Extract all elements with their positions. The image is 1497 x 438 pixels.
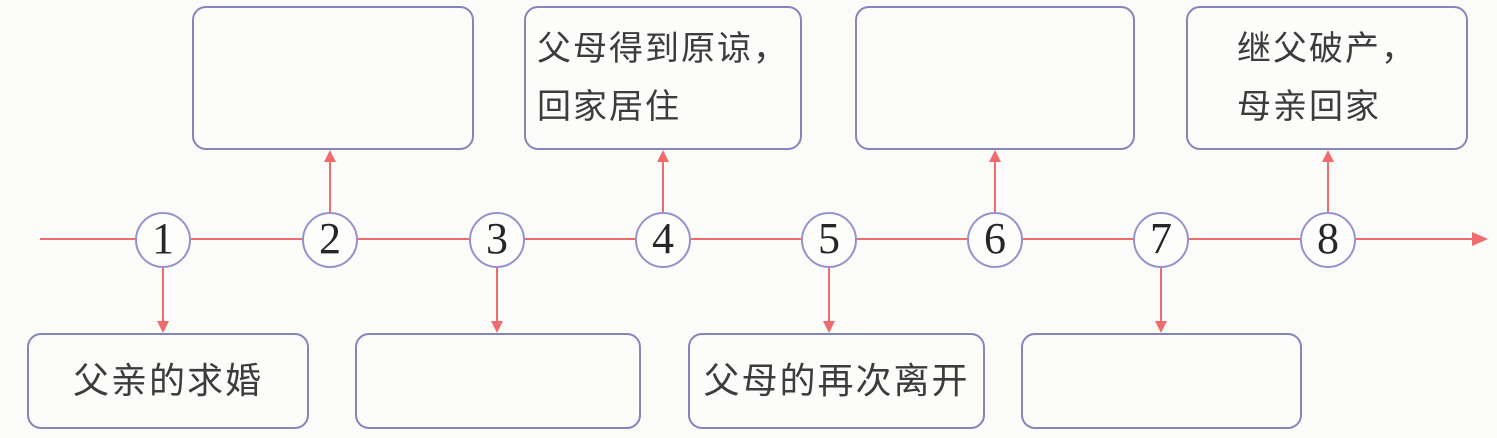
event-text-line: 父亲的求婚 xyxy=(72,360,263,402)
node-3-number: 3 xyxy=(486,213,508,263)
event-text-above-node-8: 继父破产， 母亲回家 xyxy=(1237,20,1417,137)
event-text-below-node-1: 父亲的求婚 xyxy=(73,359,263,402)
arrowhead-down-node-3-icon xyxy=(491,321,503,333)
connector-down-node-7 xyxy=(1160,268,1162,324)
arrowhead-down-node-1-icon xyxy=(157,321,169,333)
event-text-above-node-4: 父母得到原谅， 回家居住 xyxy=(537,20,789,137)
event-box-below-node-7 xyxy=(1021,333,1302,429)
event-box-below-node-3 xyxy=(355,333,641,429)
event-text-line: 母亲回家 xyxy=(1237,88,1381,126)
timeline-axis-line xyxy=(40,238,1474,240)
event-box-above-node-4: 父母得到原谅， 回家居住 xyxy=(524,6,802,150)
timeline-node-8: 8 xyxy=(1300,212,1356,268)
timeline-node-1: 1 xyxy=(135,212,191,268)
connector-down-node-5 xyxy=(828,268,830,324)
node-2-number: 2 xyxy=(319,213,341,263)
event-box-below-node-1: 父亲的求婚 xyxy=(27,333,309,429)
event-box-above-node-8: 继父破产， 母亲回家 xyxy=(1186,6,1468,150)
connector-up-node-8 xyxy=(1327,160,1329,212)
timeline-node-4: 4 xyxy=(635,212,691,268)
node-5-number: 5 xyxy=(818,213,840,263)
arrowhead-down-node-5-icon xyxy=(823,321,835,333)
arrowhead-down-node-7-icon xyxy=(1155,321,1167,333)
arrowhead-up-node-2-icon xyxy=(324,150,336,162)
node-7-number: 7 xyxy=(1150,213,1172,263)
event-text-line: 父母的再次离开 xyxy=(703,360,970,402)
node-8-number: 8 xyxy=(1317,213,1339,263)
timeline-node-6: 6 xyxy=(967,212,1023,268)
event-text-line: 回家居住 xyxy=(537,88,681,126)
connector-up-node-2 xyxy=(329,160,331,212)
node-1-number: 1 xyxy=(152,213,174,263)
timeline-axis-arrowhead-icon xyxy=(1472,232,1488,246)
connector-down-node-3 xyxy=(496,268,498,324)
arrowhead-up-node-6-icon xyxy=(989,150,1001,162)
event-box-above-node-6 xyxy=(855,6,1135,150)
connector-down-node-1 xyxy=(162,268,164,324)
timeline-node-2: 2 xyxy=(302,212,358,268)
connector-up-node-4 xyxy=(662,160,664,212)
timeline-node-3: 3 xyxy=(469,212,525,268)
timeline-node-5: 5 xyxy=(801,212,857,268)
event-text-line: 继父破产， xyxy=(1237,29,1417,68)
event-box-above-node-2 xyxy=(192,6,474,150)
connector-up-node-6 xyxy=(994,160,996,212)
node-4-number: 4 xyxy=(652,213,674,263)
event-text-below-node-5: 父母的再次离开 xyxy=(703,359,969,402)
event-box-below-node-5: 父母的再次离开 xyxy=(688,333,985,429)
arrowhead-up-node-8-icon xyxy=(1322,150,1334,162)
arrowhead-up-node-4-icon xyxy=(657,150,669,162)
node-6-number: 6 xyxy=(984,213,1006,263)
event-text-line: 父母得到原谅， xyxy=(537,29,789,68)
timeline-node-7: 7 xyxy=(1133,212,1189,268)
